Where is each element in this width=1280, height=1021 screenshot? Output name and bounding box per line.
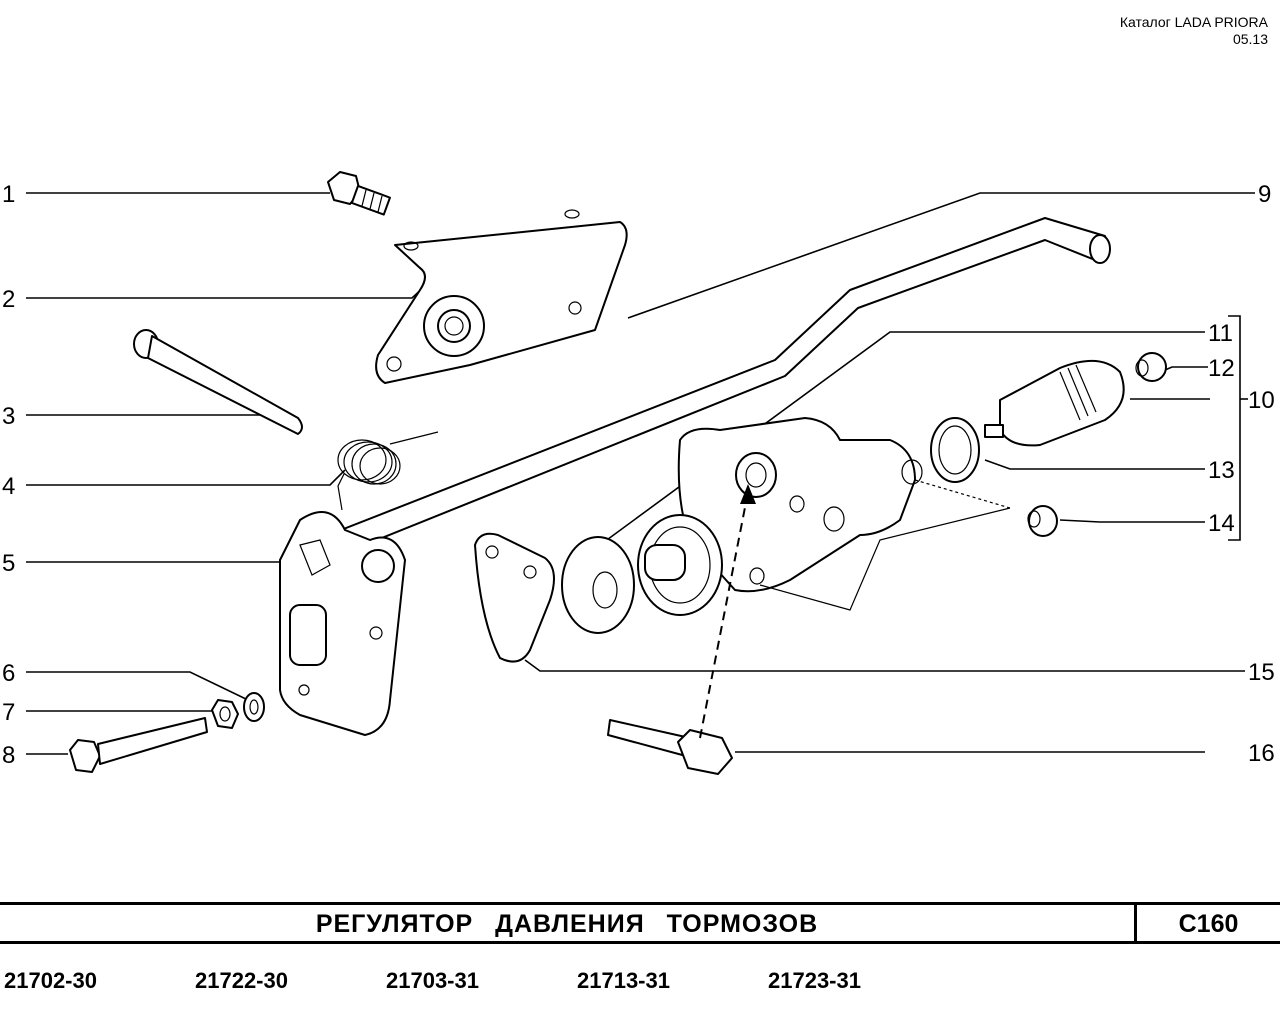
model-code: 21713-31	[577, 968, 670, 993]
callout-7: 7	[2, 699, 15, 726]
assembly-guide-lines	[759, 479, 1011, 611]
page-code: C160	[1178, 910, 1239, 938]
part-3-pin	[133, 329, 303, 435]
callout-14: 14	[1208, 510, 1235, 537]
part-14-plug	[1027, 505, 1058, 537]
part-6-washer	[243, 692, 265, 722]
part-10-plug	[984, 359, 1125, 447]
part-2-bracket	[375, 209, 628, 384]
callout-numbers: 1 2 3 4 5 6 7 8 9 10 11 12 13 14 15 16	[2, 181, 1275, 769]
model-code: 21723-31	[768, 968, 861, 993]
callout-11: 11	[1208, 320, 1233, 347]
catalog-title: Каталог LADA PRIORA	[1119, 14, 1268, 30]
part-4-spring	[337, 431, 439, 511]
page-title: РЕГУЛЯТОР ДАВЛЕНИЯ ТОРМОЗОВ	[315, 910, 819, 938]
callout-6: 6	[2, 660, 15, 687]
part-8-bolt	[69, 717, 208, 773]
part-1-bolt	[327, 171, 391, 216]
callout-5: 5	[2, 550, 15, 577]
title-divider	[1134, 905, 1137, 941]
callout-15: 15	[1248, 659, 1275, 686]
callout-8: 8	[2, 742, 15, 769]
catalog-date: 05.13	[1232, 31, 1268, 47]
leader-lines	[26, 192, 1255, 755]
callout-9: 9	[1258, 181, 1271, 208]
part-16-bolt	[607, 484, 756, 775]
part-12-cap	[1135, 352, 1167, 382]
part-5-lever	[279, 511, 406, 736]
model-code: 21722-30	[195, 968, 288, 993]
callout-16: 16	[1248, 740, 1275, 767]
callout-13: 13	[1208, 457, 1235, 484]
callout-12: 12	[1208, 355, 1235, 382]
model-code: 21702-30	[4, 968, 97, 993]
model-code: 21703-31	[386, 968, 479, 993]
callout-1: 1	[2, 181, 15, 208]
part-15-plate	[474, 532, 555, 663]
callout-10: 10	[1248, 387, 1275, 414]
exploded-parts-drawing: 1 2 3 4 5 6 7 8 9 10 11 12 13 14 15 16	[2, 171, 1275, 775]
part-7-nut	[211, 699, 239, 729]
part-9-rod	[299, 217, 1111, 567]
callout-3: 3	[2, 403, 15, 430]
part-13-seal-ring	[930, 417, 980, 483]
callout-4: 4	[2, 473, 15, 500]
title-bar: РЕГУЛЯТОР ДАВЛЕНИЯ ТОРМОЗОВ C160	[0, 902, 1280, 944]
callout-2: 2	[2, 286, 15, 313]
part-11-valve-body	[561, 417, 923, 634]
